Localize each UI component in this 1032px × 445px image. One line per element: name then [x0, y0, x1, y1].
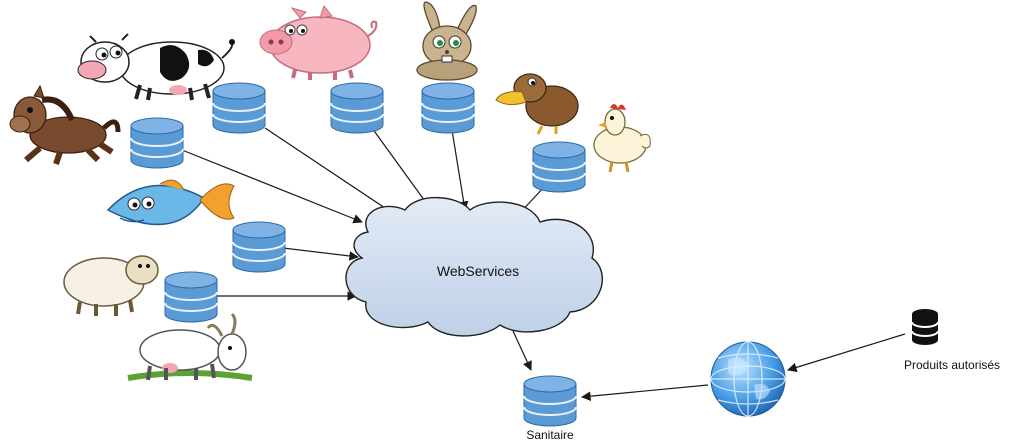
arrow-webservices-to-sanitaire [512, 330, 532, 371]
chicken-icon [593, 104, 651, 173]
fish-icon [106, 179, 235, 226]
sanitaire-label: Sanitaire [526, 428, 574, 442]
globe-icon[interactable] [710, 341, 786, 417]
sheep-icon [63, 255, 159, 316]
sanitaire-node[interactable]: Sanitaire [523, 375, 577, 442]
goat-icon [127, 312, 253, 381]
arrow-cow-to-webservices [264, 127, 401, 219]
arrow-produits-to-globe [787, 333, 906, 373]
horse-icon [9, 84, 121, 165]
produits-autorises-node[interactable]: Produits autorisés [904, 309, 1000, 372]
webservices-label: WebServices [437, 263, 519, 279]
cow-icon [77, 33, 235, 101]
arrow-rabbit-to-webservices [451, 129, 469, 211]
database-icon-fish[interactable] [232, 221, 286, 273]
duck-icon [495, 73, 579, 135]
arrow-horse-to-webservices [181, 149, 363, 224]
database-icon-pig[interactable] [330, 82, 384, 134]
connections [181, 127, 906, 401]
black-database-icon [911, 309, 939, 345]
arrow-globe-to-sanitaire [581, 384, 709, 401]
database-icon-rabbit[interactable] [421, 82, 475, 134]
database-icon-chicken[interactable] [532, 141, 586, 193]
rabbit-icon [416, 1, 478, 81]
pig-icon [259, 4, 378, 80]
arrow-fish-to-webservices [282, 247, 359, 261]
database-icon-horse[interactable] [130, 117, 184, 169]
database-icon-sheep[interactable] [164, 271, 218, 323]
database-icon-sanitaire [523, 375, 577, 427]
database-icon-cow[interactable] [212, 82, 266, 134]
produits-autorises-label: Produits autorisés [904, 358, 1000, 372]
webservices-cloud[interactable]: WebServices [345, 196, 603, 337]
